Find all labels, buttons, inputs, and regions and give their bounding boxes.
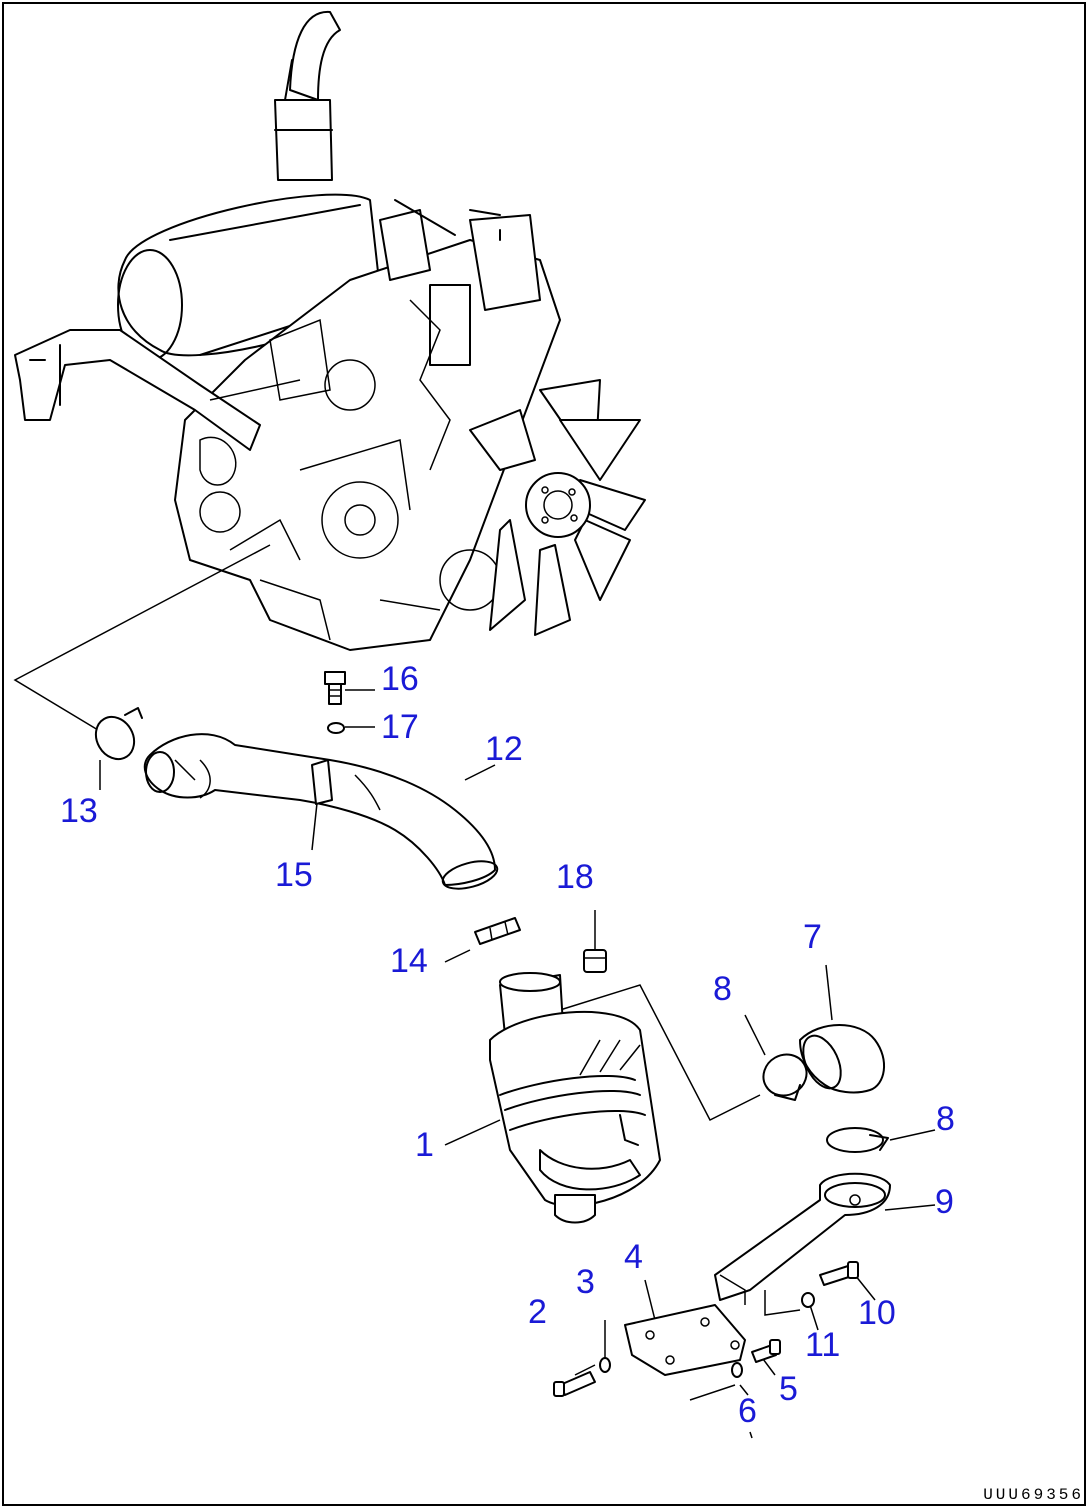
callout-8-upper: 8 xyxy=(713,970,732,1008)
bolt-2 xyxy=(553,1371,596,1397)
callout-13: 13 xyxy=(60,792,98,830)
clamp-8-lower xyxy=(826,1127,889,1153)
callout-18: 18 xyxy=(556,858,594,896)
engine-assembly xyxy=(14,10,646,651)
callout-4: 4 xyxy=(624,1238,643,1276)
callout-11: 11 xyxy=(805,1326,841,1364)
callout-16: 16 xyxy=(381,660,419,698)
callout-10: 10 xyxy=(858,1294,896,1332)
plug-18 xyxy=(583,949,607,973)
callout-5: 5 xyxy=(779,1370,798,1408)
callout-17: 17 xyxy=(381,708,419,746)
clamp-13 xyxy=(94,707,143,761)
clamp-15 xyxy=(311,759,333,805)
callout-15: 15 xyxy=(275,856,313,894)
elbow-hose-7 xyxy=(799,1024,886,1094)
plate-4 xyxy=(624,1304,746,1376)
washer-3 xyxy=(599,1357,611,1373)
callout-7: 7 xyxy=(803,918,822,956)
callout-12: 12 xyxy=(485,730,523,768)
callout-3: 3 xyxy=(576,1263,595,1301)
callout-1: 1 xyxy=(415,1126,434,1164)
washer-17 xyxy=(327,722,345,734)
bolt-16 xyxy=(324,671,346,705)
clamp-8-upper xyxy=(762,1053,808,1101)
washer-11 xyxy=(801,1292,815,1308)
nut-5 xyxy=(751,1339,781,1363)
bracket-9 xyxy=(714,1172,891,1305)
callout-2: 2 xyxy=(528,1293,547,1331)
washer-6 xyxy=(731,1362,743,1378)
callout-6: 6 xyxy=(738,1392,757,1430)
hose-12 xyxy=(143,733,499,890)
tube-14 xyxy=(474,917,521,945)
air-cleaner-1 xyxy=(489,972,661,1224)
callout-9: 9 xyxy=(935,1183,954,1221)
drawing-code: UUU69356 xyxy=(983,1486,1084,1504)
fan xyxy=(469,379,646,636)
callout-14: 14 xyxy=(390,942,428,980)
leader-lines xyxy=(13,544,936,1439)
bolt-10 xyxy=(819,1261,859,1286)
callout-8-lower: 8 xyxy=(936,1100,955,1138)
